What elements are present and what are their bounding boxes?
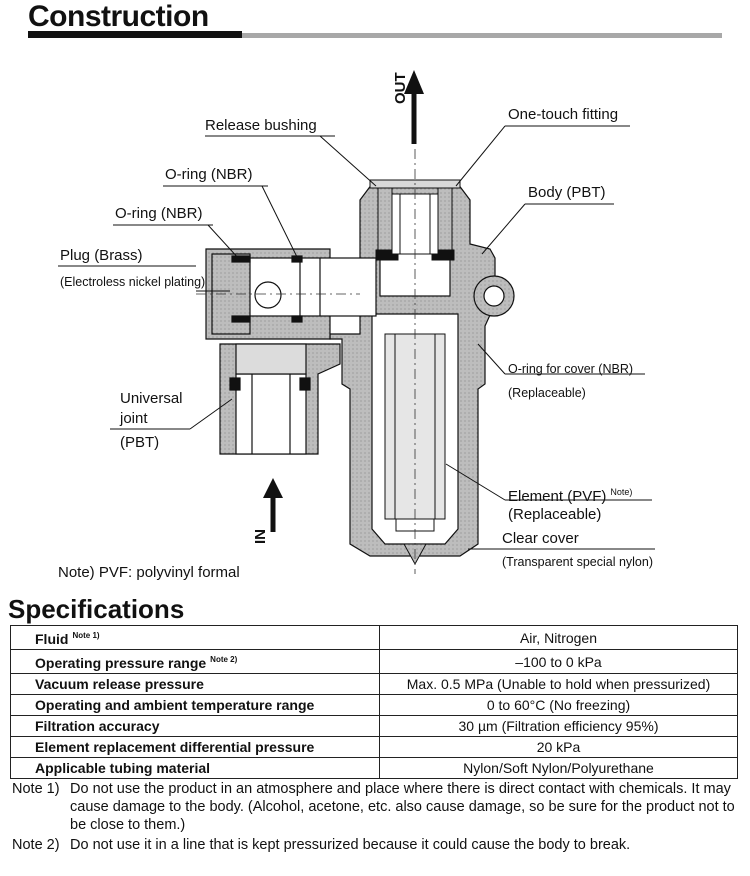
table-row: Filtration accuracy 30 µm (Filtration eff… <box>10 715 738 737</box>
cross-section-drawing <box>58 70 655 574</box>
footnote: Note 2) Do not use it in a line that is k… <box>12 836 742 854</box>
universal-joint <box>219 343 341 455</box>
spec-item: Applicable tubing material <box>10 757 380 779</box>
spec-item: Vacuum release pressure <box>10 673 380 695</box>
label-universal-joint-3: (PBT) <box>120 434 160 451</box>
out-arrow <box>404 70 424 144</box>
footnote-label: Note 2) <box>12 837 60 853</box>
spec-item-label: Vacuum release pressure <box>35 676 204 692</box>
spec-item-note: Note 1) <box>72 631 100 640</box>
label-o-ring-cover-replaceable: (Replaceable) <box>508 386 586 400</box>
footnote: Note 1) Do not use the product in an atmo… <box>12 780 742 834</box>
construction-diagram: OUT IN Release bushing One-touch fitting… <box>0 44 750 584</box>
spec-item-label: Element replacement differential pressur… <box>35 739 315 755</box>
spec-item-label: Operating pressure range <box>35 655 207 671</box>
notes-section: Note 1) Do not use the product in an atmo… <box>12 780 742 856</box>
spec-value: Max. 0.5 MPa (Unable to hold when pressu… <box>379 673 738 695</box>
spec-value: 20 kPa <box>379 736 738 758</box>
spec-value: Air, Nitrogen <box>379 625 738 650</box>
label-element-text: Element (PVF) <box>508 488 607 505</box>
footnote-label: Note 1) <box>12 781 60 797</box>
table-row: Vacuum release pressure Max. 0.5 MPa (Una… <box>10 673 738 695</box>
label-clear-cover-material: (Transparent special nylon) <box>502 555 653 569</box>
title-underline-gray <box>242 33 722 38</box>
label-o-ring-cover: O-ring for cover (NBR) <box>508 362 634 376</box>
label-element-replaceable: (Replaceable) <box>508 506 602 523</box>
label-o-ring-nbr-lower: O-ring (NBR) <box>115 205 203 222</box>
spec-item: Operating and ambient temperature range <box>10 694 380 716</box>
label-universal-joint-1: Universal <box>120 390 183 407</box>
label-one-touch-fitting: One-touch fitting <box>508 106 619 123</box>
footnote-text: Do not use the product in an atmosphere … <box>70 781 735 833</box>
label-release-bushing: Release bushing <box>205 117 317 134</box>
spec-item: Filtration accuracy <box>10 715 380 737</box>
spec-item-label: Operating and ambient temperature range <box>35 697 315 713</box>
spec-value: –100 to 0 kPa <box>379 649 738 674</box>
spec-value: 30 µm (Filtration efficiency 95%) <box>379 715 738 737</box>
horizontal-passage <box>196 248 377 340</box>
label-plug: Plug (Brass) <box>60 247 143 264</box>
label-universal-joint-2: joint <box>120 410 148 427</box>
label-plug-plating: (Electroless nickel plating) <box>60 275 206 289</box>
table-row: Element replacement differential pressur… <box>10 736 738 758</box>
pvf-note: Note) PVF: polyvinyl formal <box>58 564 240 581</box>
construction-title: Construction <box>28 0 209 33</box>
in-arrow <box>263 478 283 532</box>
spec-item-label: Fluid <box>35 631 69 647</box>
spec-value: Nylon/Soft Nylon/Polyurethane <box>379 757 738 779</box>
spec-value: 0 to 60°C (No freezing) <box>379 694 738 716</box>
specifications-title: Specifications <box>8 594 185 624</box>
table-row: Applicable tubing material Nylon/Soft Nyl… <box>10 757 738 779</box>
in-label: IN <box>252 529 269 544</box>
label-o-ring-nbr-upper: O-ring (NBR) <box>165 166 253 183</box>
label-element-note: Note) <box>610 487 633 497</box>
label-element: Element (PVF)Note) <box>508 483 632 506</box>
spec-item-label: Filtration accuracy <box>35 718 160 734</box>
out-label: OUT <box>392 72 409 104</box>
element-pvf <box>384 333 446 566</box>
table-row: Operating and ambient temperature range 0… <box>10 694 738 716</box>
title-underline-dark <box>28 31 242 38</box>
label-clear-cover: Clear cover <box>502 530 579 547</box>
leader-lines <box>58 125 655 550</box>
spec-item-note: Note 2) <box>210 655 238 664</box>
label-body: Body (PBT) <box>528 184 606 201</box>
footnote-text: Do not use it in a line that is kept pre… <box>70 837 631 853</box>
spec-item-label: Applicable tubing material <box>35 760 211 776</box>
spec-item: Element replacement differential pressur… <box>10 736 380 758</box>
